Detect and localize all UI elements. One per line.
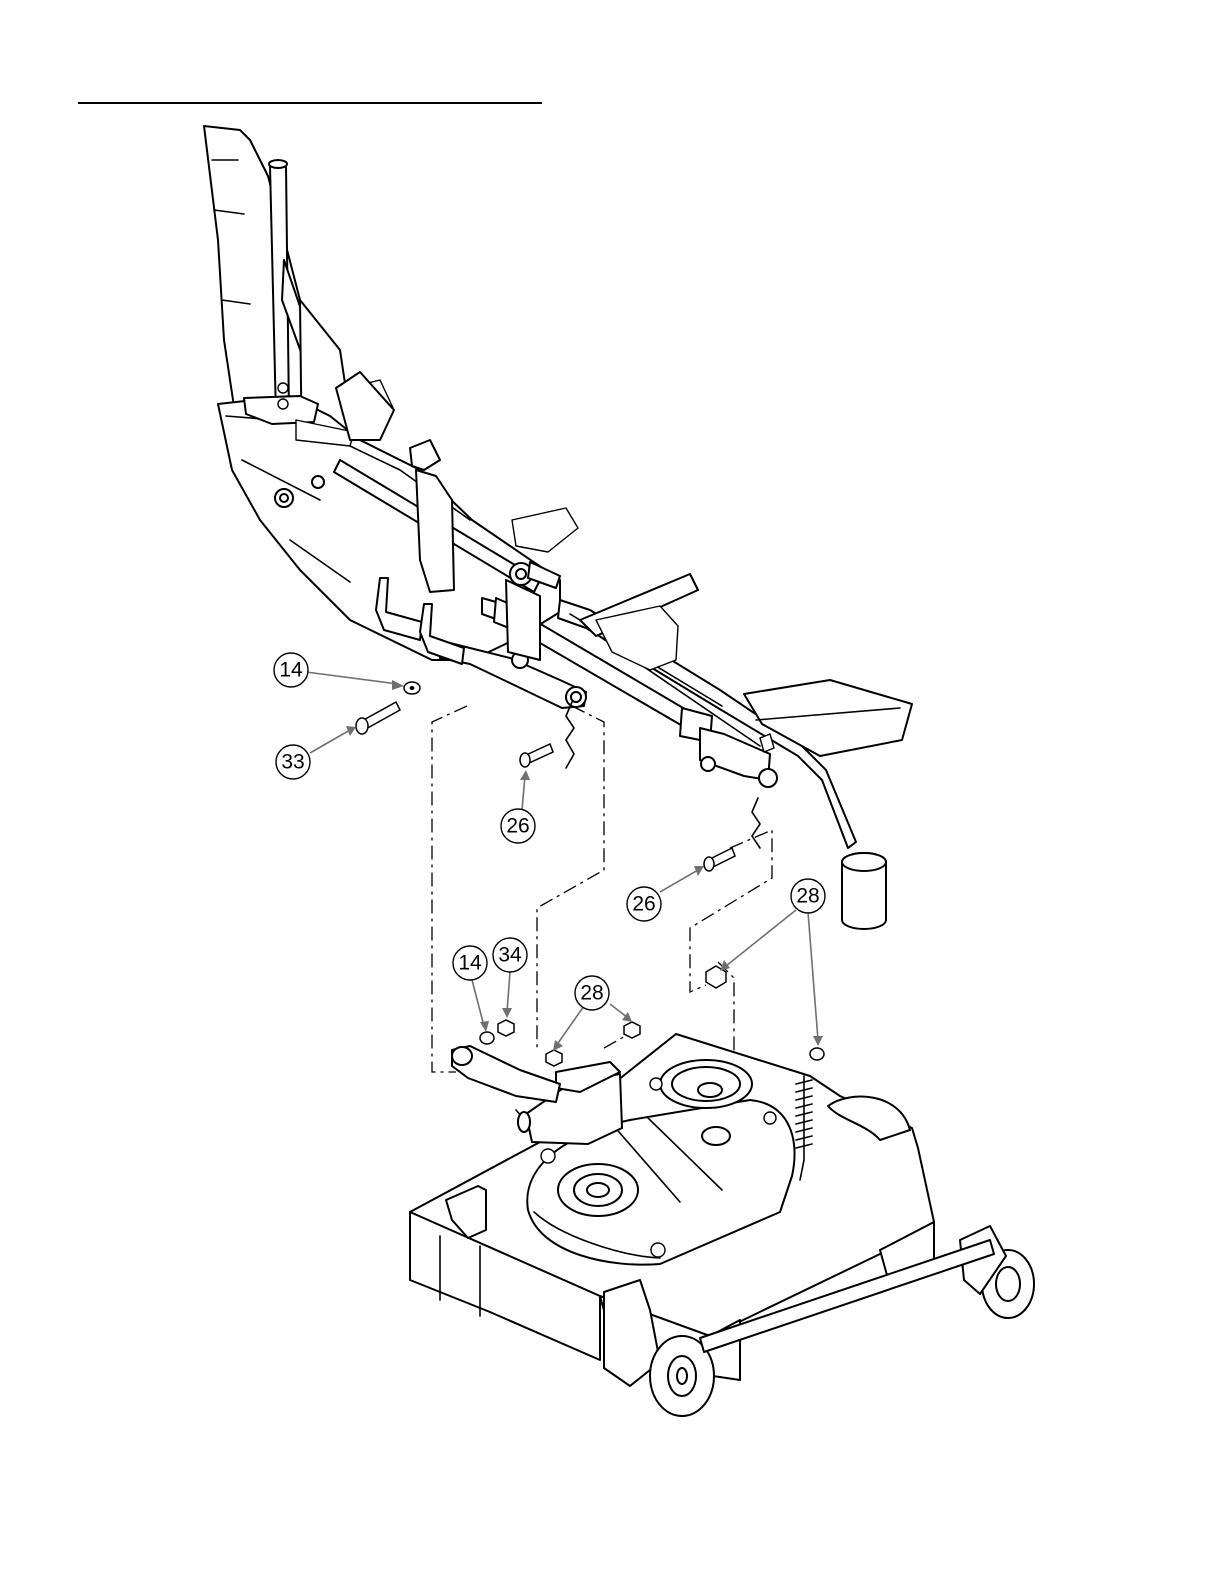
callout-28-right: 28	[791, 879, 825, 913]
callout-14-lower: 14	[453, 946, 487, 980]
callout-label: 34	[498, 944, 522, 967]
mower-deck	[410, 1034, 1034, 1416]
callout-34: 34	[493, 938, 527, 972]
callout-14-upper: 14	[274, 653, 308, 687]
callout-label: 33	[281, 751, 304, 774]
callout-label: 14	[279, 659, 303, 682]
callout-28-center: 28	[575, 976, 609, 1010]
callout-26-lower: 26	[627, 887, 661, 921]
frame-assembly	[204, 126, 912, 929]
callout-label: 26	[632, 893, 655, 916]
callout-label: 28	[796, 885, 819, 908]
callout-label: 28	[580, 982, 603, 1005]
callout-26-upper: 26	[501, 809, 535, 843]
leader-lines	[306, 672, 823, 1051]
callout-label: 26	[506, 815, 529, 838]
callout-33: 33	[276, 745, 310, 779]
callout-label: 14	[458, 952, 482, 975]
